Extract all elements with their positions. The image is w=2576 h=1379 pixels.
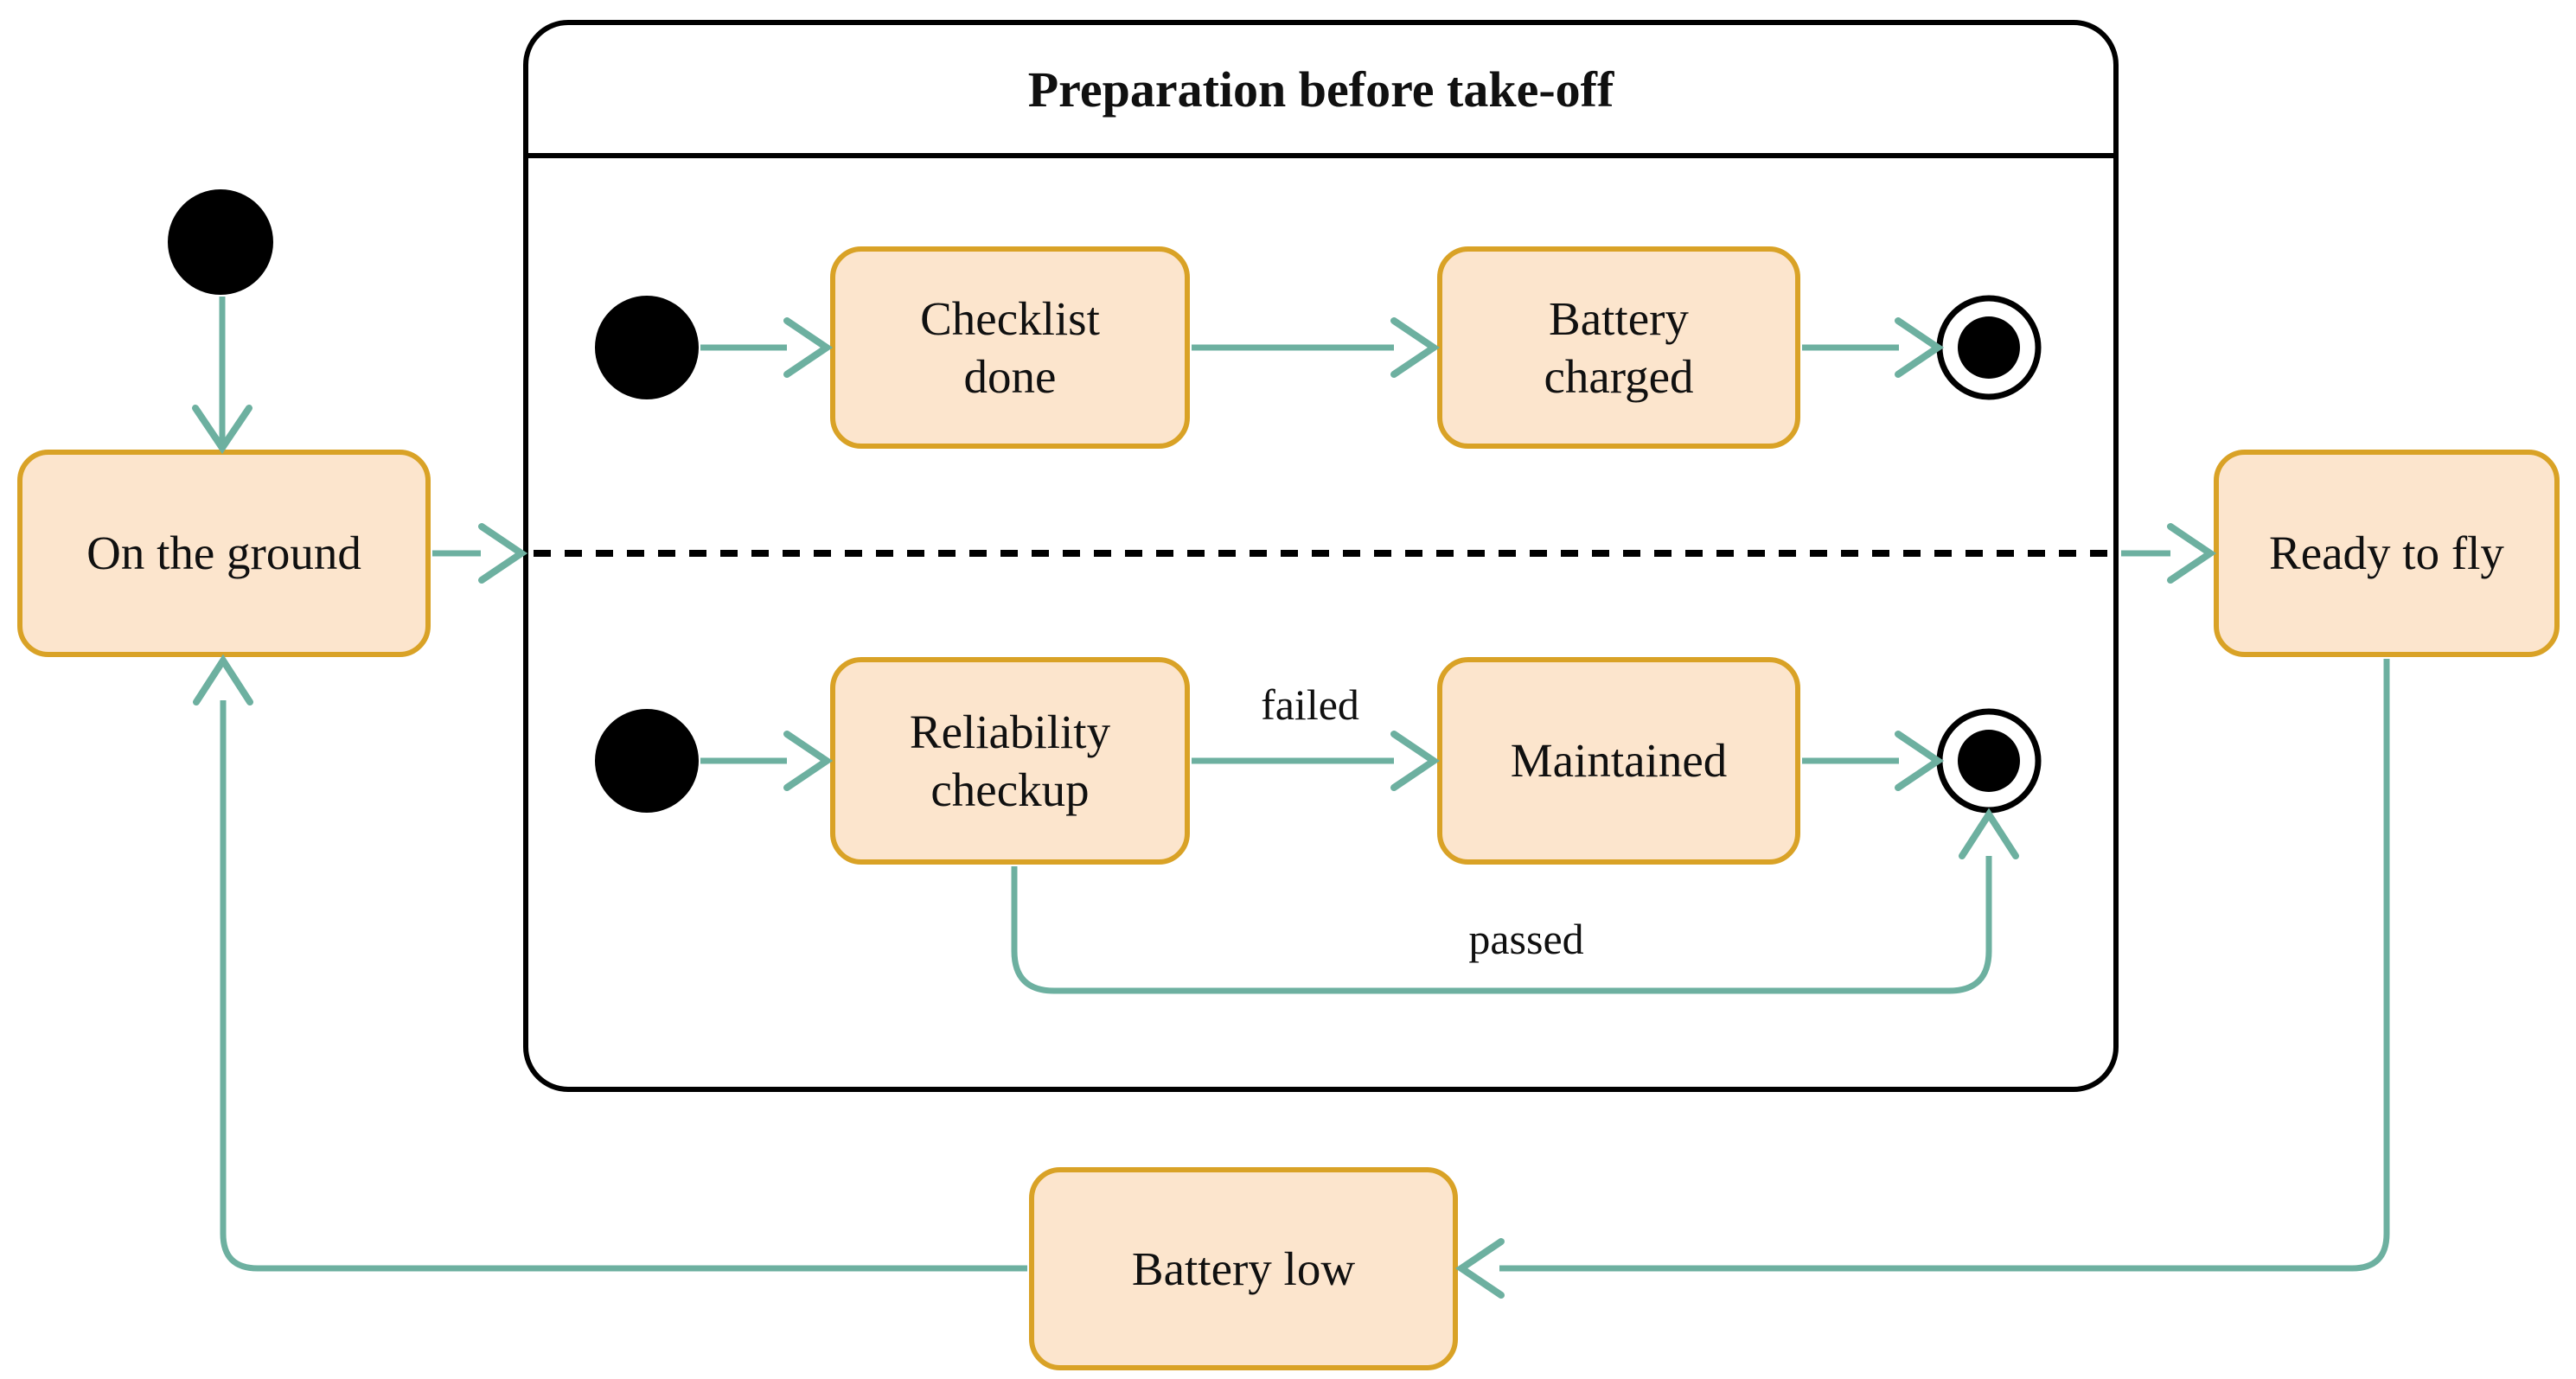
- edge-label-passed: passed: [1468, 915, 1584, 963]
- state-battery-low: Battery low: [1029, 1167, 1458, 1370]
- state-maintained: Maintained: [1437, 657, 1800, 865]
- initial-state-main: [168, 189, 273, 295]
- state-ready-to-fly: Ready to fly: [2214, 450, 2560, 657]
- state-reliability-checkup-label: Reliability checkup: [909, 705, 1111, 816]
- state-maintained-label: Maintained: [1510, 734, 1728, 788]
- state-on-the-ground: On the ground: [17, 450, 431, 657]
- state-on-the-ground-label: On the ground: [86, 527, 361, 580]
- state-battery-low-label: Battery low: [1131, 1242, 1356, 1295]
- edge-label-failed: failed: [1261, 680, 1359, 729]
- edge-on-ground-to-preparation: [432, 523, 528, 584]
- composite-state-preparation: Preparation before take-off: [523, 20, 2119, 1092]
- composite-state-title: Preparation before take-off: [528, 25, 2113, 158]
- state-battery-charged-label: Battery charged: [1544, 291, 1694, 403]
- edge-preparation-to-ready: [2121, 523, 2217, 584]
- state-reliability-checkup: Reliability checkup: [830, 657, 1190, 865]
- state-checklist-done-label: Checklist done: [920, 291, 1100, 403]
- state-ready-to-fly-label: Ready to fly: [2269, 527, 2504, 580]
- state-battery-charged: Battery charged: [1437, 246, 1800, 449]
- state-checklist-done: Checklist done: [830, 246, 1190, 449]
- edge-initial-to-on-ground: [192, 297, 252, 455]
